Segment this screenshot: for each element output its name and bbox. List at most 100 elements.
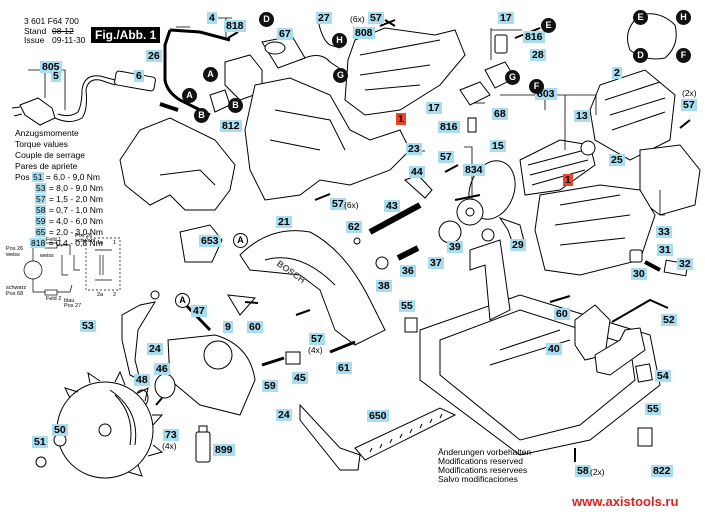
part-label-61[interactable]: 61 [336, 362, 352, 374]
part-label-1-motor[interactable]: 1 [563, 174, 573, 186]
holder [404, 317, 418, 333]
part-label-73[interactable]: 73 [163, 429, 179, 441]
part-label-21[interactable]: 21 [276, 216, 292, 228]
part-label-28[interactable]: 28 [530, 49, 546, 61]
part-label-45[interactable]: 45 [292, 372, 308, 384]
part-label-57e[interactable]: 57 [309, 333, 325, 345]
svg-text:2a: 2a [97, 292, 104, 298]
part-label-13[interactable]: 13 [574, 110, 590, 122]
part-label-60[interactable]: 60 [247, 321, 263, 333]
part-label-25[interactable]: 25 [609, 154, 625, 166]
part-label-15[interactable]: 15 [490, 140, 506, 152]
part-label-43[interactable]: 43 [384, 200, 400, 212]
part-label-52[interactable]: 52 [661, 314, 677, 326]
part-label-650[interactable]: 650 [367, 410, 389, 422]
part-label-47[interactable]: 47 [191, 305, 207, 317]
torque-title-en: Torque values [15, 139, 68, 149]
svg-text:weiss: weiss [39, 253, 54, 259]
part-label-17[interactable]: 17 [498, 12, 514, 24]
connector-a: A [203, 67, 218, 82]
part-label-53[interactable]: 53 [80, 320, 96, 332]
part-label-36[interactable]: 36 [400, 265, 416, 277]
part-label-24b[interactable]: 24 [276, 409, 292, 421]
part-label-1-housing[interactable]: 1 [396, 113, 406, 125]
part-label-50[interactable]: 50 [52, 424, 68, 436]
part-label-816[interactable]: 816 [523, 31, 545, 43]
parallel-guide [299, 403, 457, 471]
screws [155, 19, 691, 462]
spring [644, 260, 661, 272]
part-label-5[interactable]: 5 [51, 70, 61, 82]
power-cord [11, 70, 179, 126]
watermark-link[interactable]: www.axistools.ru [572, 494, 679, 509]
part-label-33[interactable]: 33 [656, 226, 672, 238]
field-coil [589, 13, 677, 161]
part-label-55b[interactable]: 55 [645, 403, 661, 415]
screw [261, 356, 285, 367]
connector-f-coil: F [676, 48, 691, 63]
part-label-68[interactable]: 68 [492, 108, 508, 120]
part-label-46[interactable]: 46 [154, 363, 170, 375]
part-label-834[interactable]: 834 [463, 164, 485, 176]
stand-label: Stand [24, 26, 47, 36]
part-label-40[interactable]: 40 [546, 343, 562, 355]
part-label-57c[interactable]: 57 [438, 151, 454, 163]
note-de: Änderungen vorbehalten [438, 447, 532, 457]
part-label-812[interactable]: 812 [220, 120, 242, 132]
note-fr: Modifications reservees [438, 465, 528, 475]
part-label-57[interactable]: 57 [368, 12, 384, 24]
part-label-67[interactable]: 67 [277, 28, 293, 40]
clamping-bolt [35, 456, 47, 468]
upper-blade-guard [239, 230, 386, 346]
svg-text:1: 1 [113, 240, 116, 246]
connector-a-spring: A [175, 293, 190, 308]
part-label-9[interactable]: 9 [223, 321, 233, 333]
part-label-27[interactable]: 27 [316, 12, 332, 24]
figure-label: Fig./Abb. 1 [91, 27, 161, 43]
torque-title-de: Anzugsmomente [15, 128, 79, 138]
part-label-37[interactable]: 37 [428, 257, 444, 269]
note-es: Salvo modificaciones [438, 474, 518, 484]
part-label-26[interactable]: 26 [146, 50, 162, 62]
connector-a-cord: A [182, 88, 197, 103]
note-en: Modifications reserved [438, 456, 524, 466]
grease-tube [195, 431, 211, 463]
part-label-4[interactable]: 4 [207, 12, 217, 24]
connector-a-guard: A [233, 233, 248, 248]
torque-title-es: Pares de apriete [15, 161, 78, 171]
part-label-59[interactable]: 59 [262, 380, 278, 392]
part-label-60b[interactable]: 60 [554, 308, 570, 320]
part-label-57b[interactable]: 57 [681, 99, 697, 111]
part-label-30[interactable]: 30 [631, 268, 647, 280]
modification-notes: Änderungen vorbehalten Modifications res… [438, 448, 531, 484]
part-label-808[interactable]: 808 [353, 27, 375, 39]
torque-pos: 59 [35, 216, 47, 226]
part-label-29[interactable]: 29 [510, 239, 526, 251]
part-label-818[interactable]: 818 [224, 20, 246, 32]
part-label-31[interactable]: 31 [657, 244, 673, 256]
part-label-24[interactable]: 24 [147, 343, 163, 355]
part-label-899[interactable]: 899 [213, 444, 235, 456]
connector-d-coil: D [633, 48, 648, 63]
svg-text:Pos 68: Pos 68 [6, 291, 23, 297]
part-number: 3 601 F64 700 [24, 16, 79, 26]
part-label-17b[interactable]: 17 [426, 102, 442, 114]
part-label-38[interactable]: 38 [376, 280, 392, 292]
part-label-2[interactable]: 2 [612, 67, 622, 79]
part-label-51[interactable]: 51 [32, 436, 48, 448]
part-label-48[interactable]: 48 [134, 374, 150, 386]
torque-value: = 0,4 - 0,8 Nm [48, 238, 103, 248]
part-label-6[interactable]: 6 [134, 70, 144, 82]
part-label-816b[interactable]: 816 [438, 121, 460, 133]
part-label-32[interactable]: 32 [677, 258, 693, 270]
part-label-54[interactable]: 54 [655, 370, 671, 382]
part-label-57d[interactable]: 57 [330, 198, 346, 210]
part-label-58[interactable]: 58 [575, 465, 591, 477]
part-label-39[interactable]: 39 [447, 241, 463, 253]
part-label-55[interactable]: 55 [399, 300, 415, 312]
part-label-23[interactable]: 23 [406, 143, 422, 155]
part-label-653[interactable]: 653 [199, 235, 221, 247]
part-label-62[interactable]: 62 [346, 221, 362, 233]
part-label-822[interactable]: 822 [651, 465, 673, 477]
part-label-44[interactable]: 44 [409, 166, 425, 178]
